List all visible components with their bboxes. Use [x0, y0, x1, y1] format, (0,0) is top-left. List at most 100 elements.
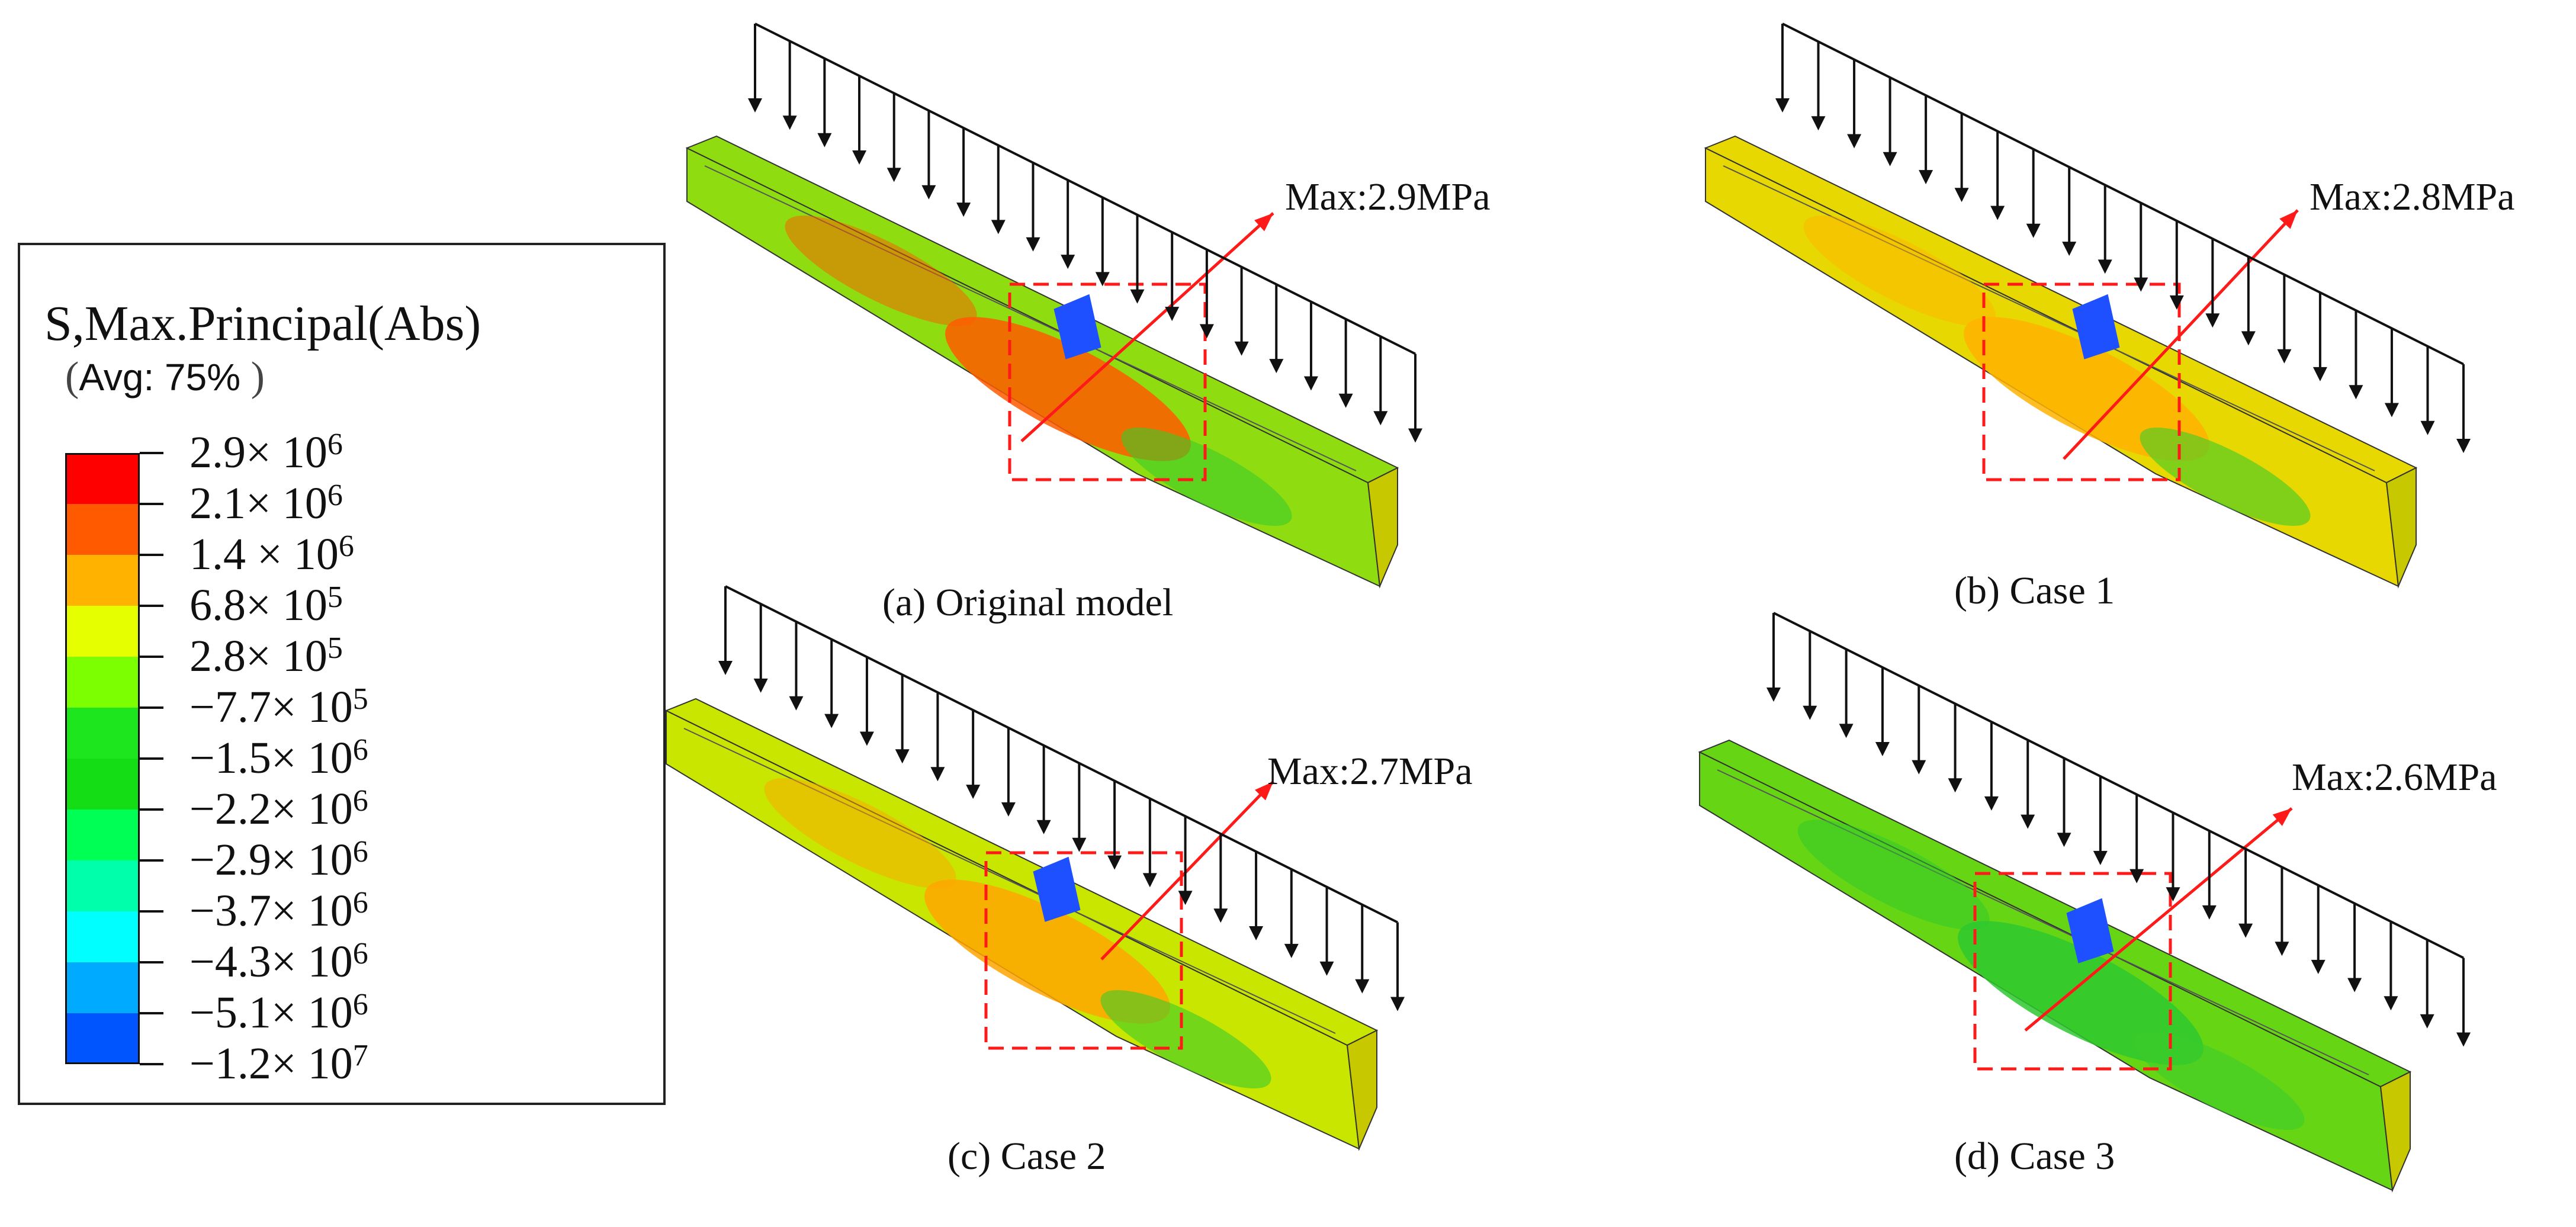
load-arrowhead	[2456, 439, 2471, 453]
load-arrowhead	[1954, 188, 1969, 203]
load-arrowhead	[2349, 385, 2363, 400]
caption-panel-d: (d) Case 3	[1954, 1135, 2115, 1178]
load-arrowhead	[748, 98, 762, 113]
load-arrowhead	[1408, 428, 1422, 443]
load-arrowhead	[2098, 259, 2112, 274]
load-arrowhead	[1072, 837, 1087, 852]
stress-region	[945, 317, 1191, 461]
load-arrowhead	[1948, 778, 1962, 793]
legend-tick	[140, 503, 163, 505]
load-arrowhead	[1811, 116, 1826, 131]
legend-value-label: 2.9× 106	[189, 428, 343, 477]
load-arrowhead	[1303, 376, 1318, 391]
load-arrowhead	[2021, 814, 2035, 829]
beam-panel-d	[1698, 612, 2471, 1193]
stress-region	[2134, 1032, 2305, 1130]
stress-region	[2140, 428, 2311, 526]
load-arrowhead	[1178, 891, 1193, 905]
legend-swatch-frame	[65, 453, 140, 1064]
legend-swatch	[65, 1013, 140, 1064]
legend-tick	[140, 859, 163, 862]
load-arrowhead	[1338, 393, 1353, 408]
beam-panel-b	[1704, 23, 2471, 589]
load-arrowhead	[2420, 420, 2435, 435]
load-arrowhead	[2384, 996, 2398, 1011]
load-arrowhead	[1373, 411, 1388, 426]
load-arrowhead	[1234, 341, 1249, 356]
max-stress-box	[984, 851, 1183, 1050]
legend-value-label: −2.2× 106	[189, 784, 368, 834]
compression-patch	[1033, 856, 1081, 922]
load-arrowhead	[1355, 979, 1370, 994]
compression-patch	[2066, 898, 2114, 963]
load-arrowhead	[930, 767, 945, 782]
load-arrowhead	[991, 220, 1006, 235]
max-stress-label-b: Max:2.8MPa	[2310, 175, 2515, 219]
load-arrowhead	[1249, 926, 1264, 940]
load-arrowhead	[2347, 978, 2362, 992]
legend-tick	[140, 757, 163, 760]
legend-value-label: 6.8× 105	[189, 580, 343, 630]
stress-region	[1803, 216, 1996, 326]
load-arrowhead	[2166, 887, 2180, 902]
legend-value-label: −3.7× 106	[189, 886, 368, 936]
load-arrowhead	[1142, 873, 1157, 888]
load-arrowhead	[956, 203, 971, 217]
load-arrowhead	[2384, 403, 2399, 417]
legend-swatch	[65, 708, 140, 759]
legend-value-label: −1.2× 107	[189, 1039, 368, 1088]
load-arrowhead	[1213, 908, 1228, 923]
load-arrowhead	[2456, 1032, 2471, 1047]
load-arrowhead	[1839, 724, 1854, 738]
load-arrowhead	[1199, 324, 1214, 339]
load-arrowhead	[859, 731, 874, 746]
load-arrowhead	[966, 785, 981, 799]
legend-value-label: −5.1× 106	[189, 988, 368, 1038]
max-stress-box	[1973, 872, 2172, 1071]
legend-swatch	[65, 911, 140, 962]
caption-panel-a: (a) Original model	[882, 581, 1174, 624]
legend-value-label: −1.5× 106	[189, 733, 368, 783]
load-arrowhead	[2420, 1014, 2434, 1029]
load-arrowhead	[2062, 242, 2077, 256]
load-arrowhead	[1875, 742, 1890, 756]
max-stress-label-c: Max:2.7MPa	[1267, 750, 1473, 793]
load-arrowhead	[718, 661, 733, 675]
legend-value-label: 2.1× 106	[189, 478, 343, 528]
max-stress-arrow	[2063, 209, 2299, 460]
load-arrowhead	[2205, 313, 2220, 328]
load-arrowhead	[2277, 349, 2292, 364]
legend-value-label: −4.3× 106	[189, 937, 368, 987]
load-arrowhead	[753, 678, 768, 693]
legend-swatch	[65, 962, 140, 1013]
max-stress-arrow	[1020, 212, 1274, 442]
beam-end-cap	[2385, 467, 2417, 589]
beam-end-cap	[2379, 1071, 2411, 1193]
beam-edge-line	[1723, 165, 2375, 471]
load-arrowhead	[824, 714, 839, 728]
beam-panel-c	[664, 585, 1405, 1151]
load-arrowhead	[1107, 855, 1122, 870]
load-arrowhead	[1912, 760, 1926, 775]
legend-tick	[140, 452, 163, 454]
load-arrowhead	[1775, 98, 1790, 113]
load-arrowhead	[1803, 705, 1817, 720]
load-line	[1773, 612, 2464, 959]
load-arrowhead	[1319, 961, 1334, 976]
load-arrowhead	[1061, 255, 1075, 269]
load-arrowhead	[886, 168, 901, 182]
legend-tick	[140, 910, 163, 913]
load-arrowhead	[2241, 331, 2256, 346]
beam-edge-line	[683, 728, 1336, 1034]
load-line	[754, 23, 1416, 355]
beam-end-cap	[1346, 1029, 1377, 1151]
caption-panel-c: (c) Case 2	[947, 1135, 1106, 1178]
max-stress-arrow	[1100, 780, 1274, 961]
load-arrowhead	[852, 150, 867, 165]
max-stress-box	[1982, 282, 2181, 481]
max-stress-arrowhead	[2272, 808, 2292, 826]
max-stress-label-a: Max:2.9MPa	[1285, 175, 1491, 219]
legend-tick	[140, 808, 163, 811]
load-arrowhead	[1847, 134, 1862, 149]
legend-tick	[140, 961, 163, 963]
